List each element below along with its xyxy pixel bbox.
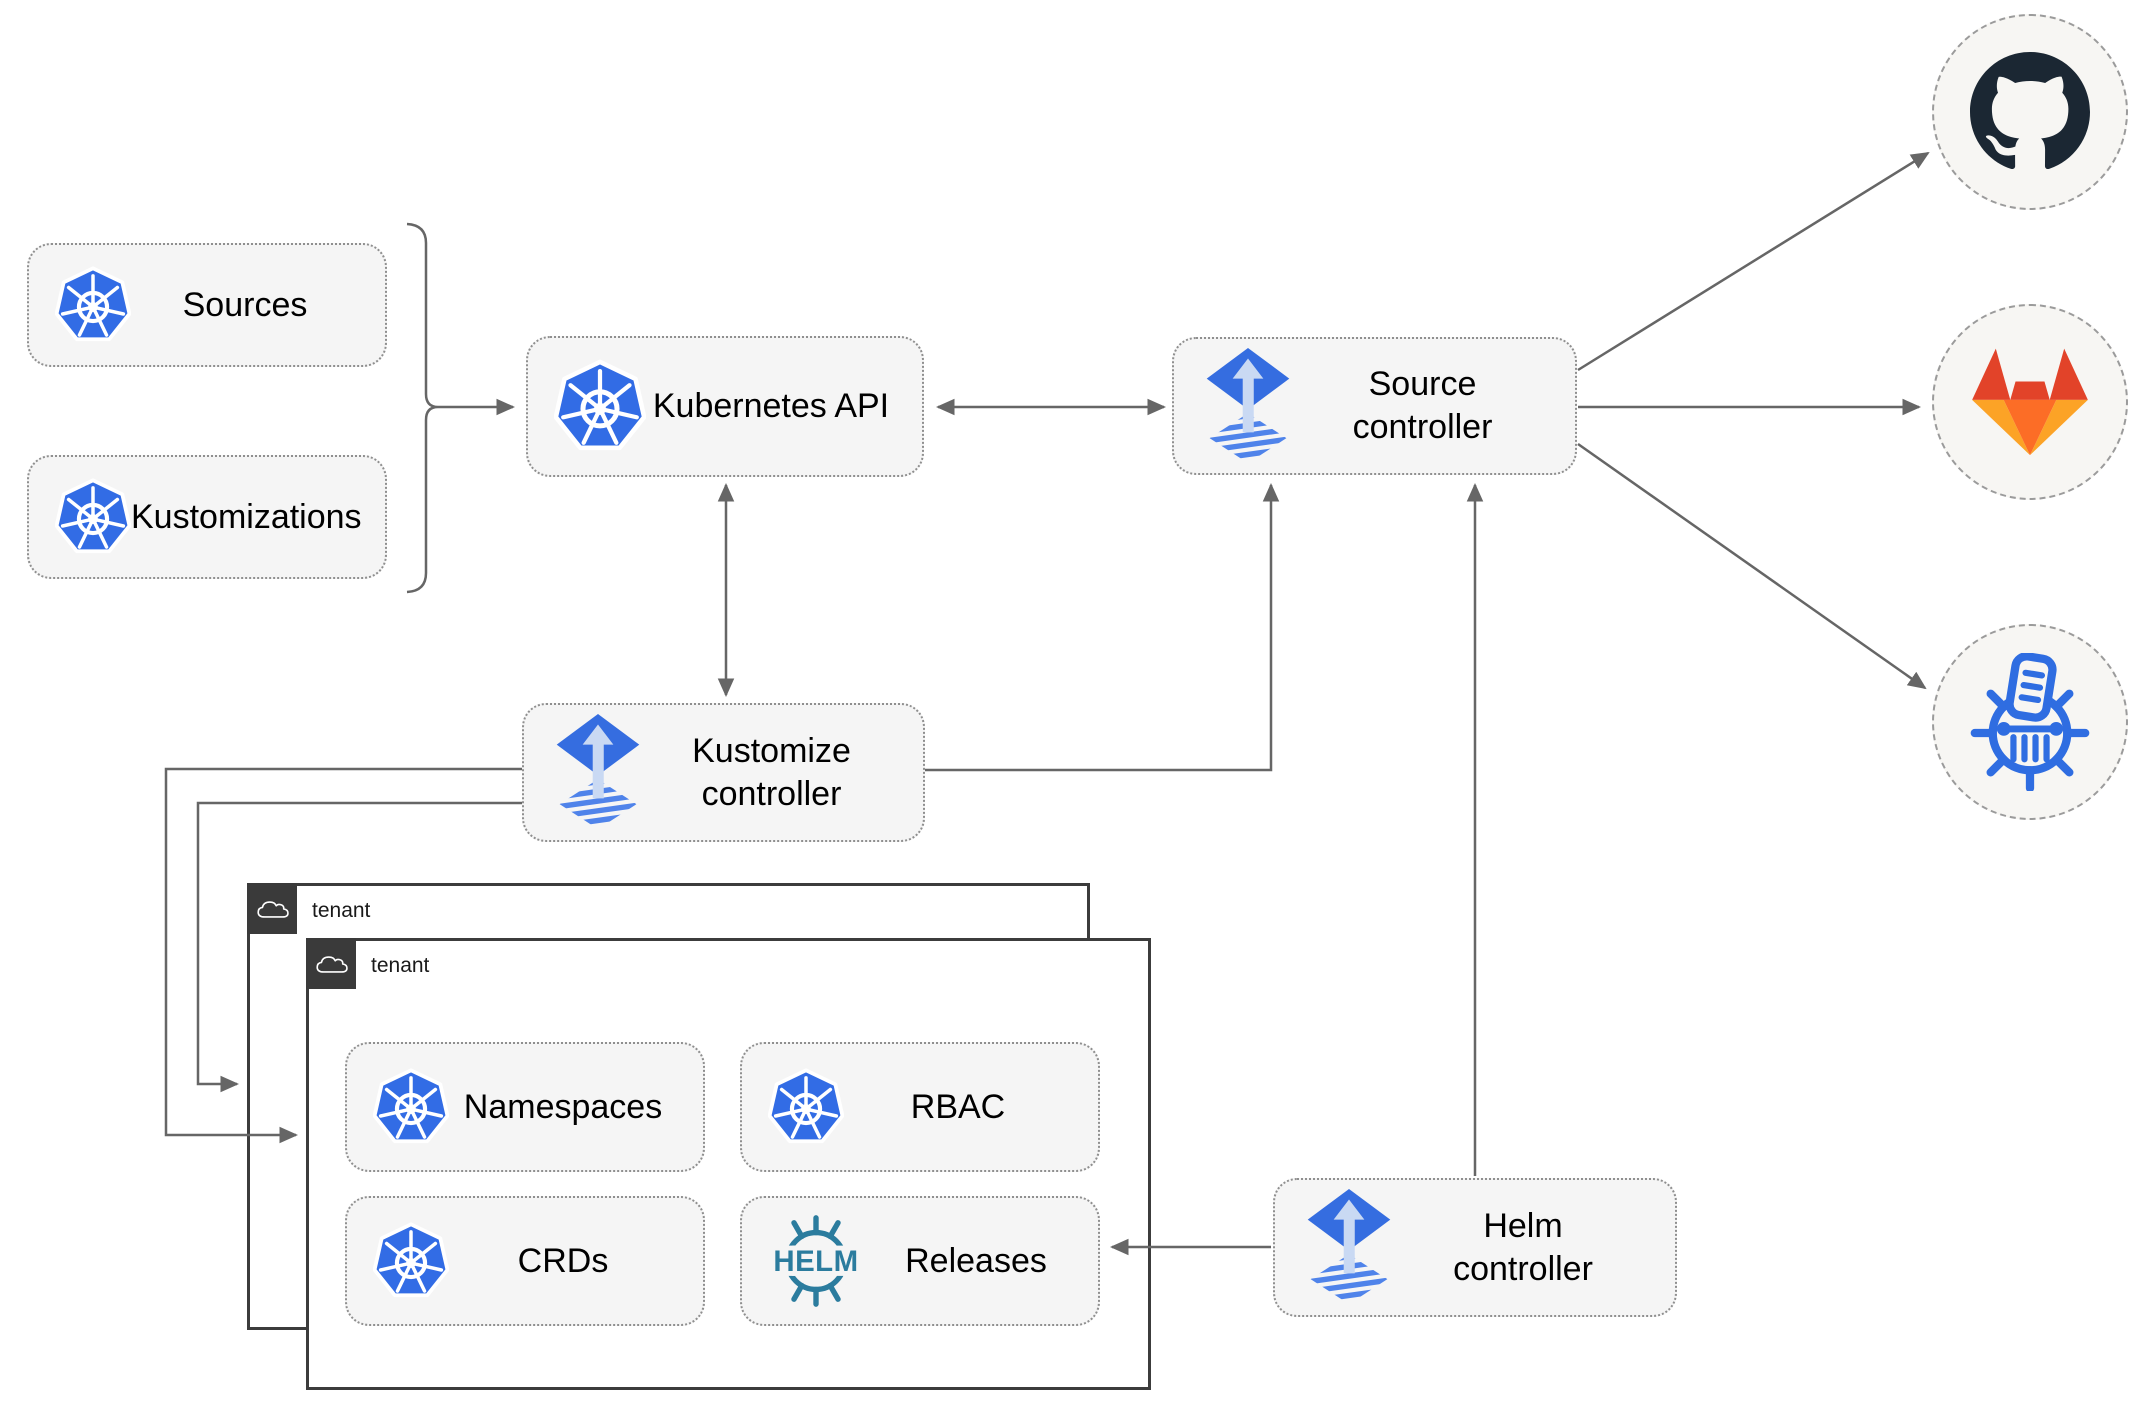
edge-kustomize-to-source [925,482,1280,772]
node-label-line2: controller [1453,1249,1593,1288]
kubernetes-icon [55,478,131,557]
kubernetes-icon [373,1068,449,1147]
node-kustomizations: Kustomizations [27,455,387,579]
kubernetes-icon [554,359,646,455]
node-source-controller: Source controller [1172,337,1577,475]
node-label: Releases [905,1241,1047,1280]
cloud-icon [247,883,297,934]
node-label: Kustomizations [131,497,362,536]
flux-icon [1200,346,1296,467]
node-label: Helm controller [1397,1205,1675,1291]
external-target-gitlab [1932,304,2128,500]
kubernetes-icon [768,1068,844,1147]
cloud-icon [306,938,356,989]
helm-wheel-icon: HELM [768,1212,880,1310]
node-label: Kubernetes API [652,387,890,426]
node-kustomize-controller: Kustomize controller [522,703,925,842]
node-rbac: RBAC [740,1042,1100,1172]
tenant-label: tenant [312,899,371,922]
chartmuseum-icon [1961,653,2099,791]
node-sources: Sources [27,243,387,367]
edge-bracket-sources-to-api [406,222,439,594]
node-label: Source controller [1296,363,1575,449]
external-target-github [1932,14,2128,210]
node-label: RBAC [910,1087,1006,1126]
node-label: Kustomize controller [646,730,923,816]
external-target-chartmuseum [1932,624,2128,820]
kubernetes-icon [373,1222,449,1301]
node-label: Sources [182,285,308,324]
edge-source-to-github [1577,151,1930,372]
node-kubernetes-api: Kubernetes API [526,336,924,477]
flux-icon [550,712,646,833]
node-helm-controller: Helm controller [1273,1178,1677,1317]
tenant-label: tenant [371,954,430,977]
edge-source-to-chartmuseum [1577,442,1927,690]
node-namespaces: Namespaces [345,1042,705,1172]
flux-icon [1301,1187,1397,1308]
node-label-line1: Source [1368,365,1477,404]
node-label: CRDs [517,1241,609,1280]
node-label-line2: controller [1352,408,1493,446]
helm-wordmark: HELM [773,1245,858,1278]
gitlab-icon [1964,342,2096,463]
node-label-line2: controller [701,774,842,813]
github-icon [1970,52,2090,172]
node-label-line1: Kustomize [692,731,851,770]
node-label-line1: Helm [1483,1206,1563,1245]
node-crds: CRDs [345,1196,705,1326]
node-label: Namespaces [463,1087,663,1126]
kubernetes-icon [55,266,131,345]
node-releases: HELM Releases [740,1196,1100,1326]
